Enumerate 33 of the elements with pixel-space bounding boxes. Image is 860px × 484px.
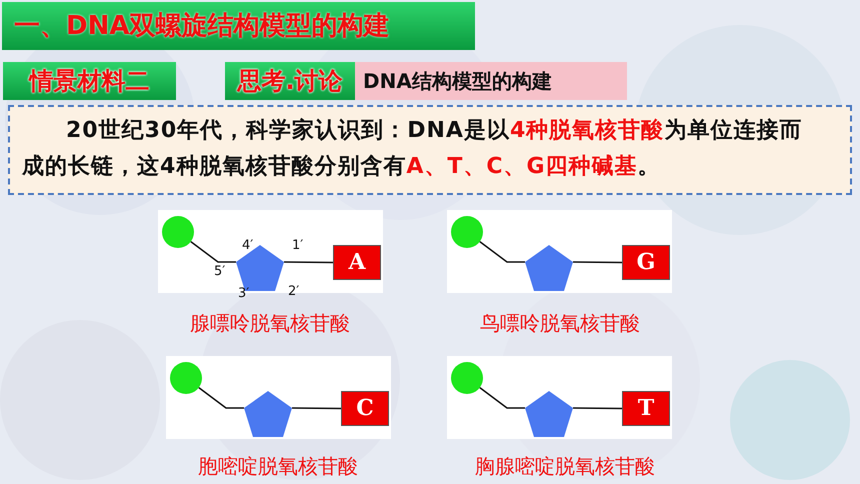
topic-label: DNA结构模型的构建 <box>355 62 627 100</box>
connector-line <box>190 241 236 263</box>
connector-line <box>573 261 622 264</box>
text-box: 20世纪30年代，科学家认识到：DNA是以4种脱氧核苷酸为单位连接而成的长链，这4种脱氧核苷酸分别含有A、T、C、G四种碱基。 <box>8 105 852 195</box>
prime-label: 3′ <box>238 286 250 301</box>
phosphate-circle <box>451 216 483 248</box>
node-label: 胞嘧啶脱氧核苷酸 <box>197 453 359 480</box>
discussion-label: 思考.讨论 <box>225 62 355 100</box>
title-banner: 一、DNA双螺旋结构模型的构建 <box>2 2 475 50</box>
prime-label: 1′ <box>292 238 304 253</box>
phosphate-circle <box>451 362 483 394</box>
connector-line <box>573 407 622 410</box>
connector-line <box>198 387 244 409</box>
diagram-panel <box>447 356 672 439</box>
connector-line <box>292 407 341 410</box>
connector-line <box>284 261 333 264</box>
phosphate-circle <box>170 362 202 394</box>
diagram-panel <box>447 210 672 293</box>
prime-label: 4′ <box>242 238 254 253</box>
base-box: A <box>333 245 381 280</box>
base-box: T <box>622 391 670 426</box>
node-label: 鸟嘌呤脱氧核苷酸 <box>479 310 641 337</box>
connector-line <box>479 241 525 263</box>
diagram-panel <box>166 356 391 439</box>
base-box: C <box>341 391 389 426</box>
node-label: 胸腺嘧啶脱氧核苷酸 <box>474 453 656 480</box>
connector-line <box>479 387 525 409</box>
node-label: 腺嘌呤脱氧核苷酸 <box>189 310 351 337</box>
base-box: G <box>622 245 670 280</box>
phosphate-circle <box>162 216 194 248</box>
prime-label: 2′ <box>288 284 300 299</box>
section-label: 情景材料二 <box>3 62 176 100</box>
prime-label: 5′ <box>214 264 226 279</box>
